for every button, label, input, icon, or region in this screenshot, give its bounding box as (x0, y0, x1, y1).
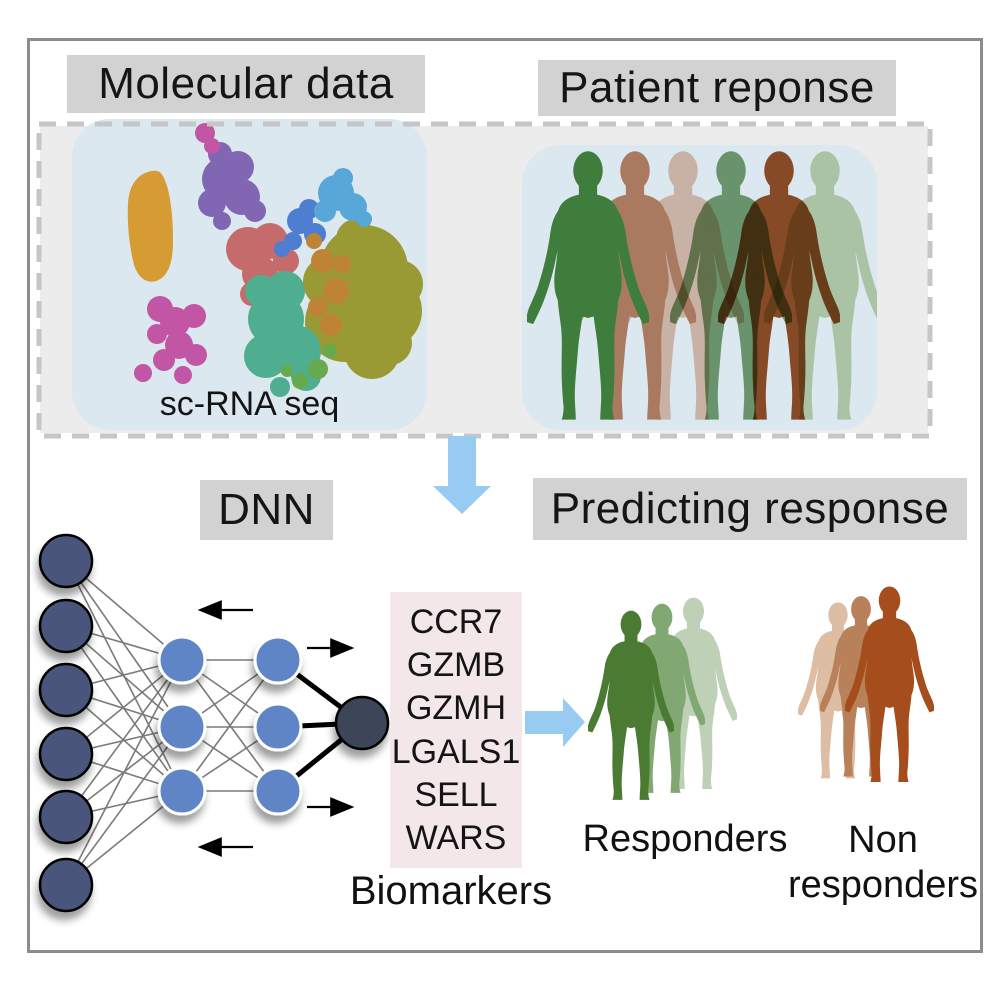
gene-sell: SELL (414, 775, 498, 814)
nn-input-layer (38, 533, 94, 913)
gene-gzmh: GZMH (405, 689, 507, 728)
nn-flow-arrows (197, 600, 355, 857)
non-responders-label-line1: Non (848, 819, 918, 861)
dnn-title: DNN (200, 480, 333, 540)
nn-output-node (334, 695, 390, 751)
dnn-diagram (38, 533, 390, 913)
umap-cluster-purple (198, 142, 266, 230)
responders-label: Responders (582, 818, 788, 860)
non-responders-label-line2: responders (787, 864, 979, 906)
gene-gzmb: GZMB (406, 646, 506, 685)
gene-wars: WARS (405, 818, 507, 857)
umap-cluster-green (281, 344, 337, 389)
patient-response-title: Patient reponse (538, 60, 896, 116)
scrna-label: sc-RNA seq (159, 385, 340, 423)
nn-hidden-layer-2 (253, 635, 303, 816)
umap-cluster-magenta-cap (195, 123, 220, 154)
responders-silhouettes (588, 597, 737, 800)
non-responders-silhouettes (798, 586, 934, 783)
gene-lgals1: LGALS1 (391, 732, 521, 771)
biomarkers-label: Biomarkers (349, 869, 553, 913)
umap-plot (127, 123, 423, 397)
nn-hidden-layer-1 (157, 635, 207, 816)
non-responders-label: Non responders (783, 818, 983, 908)
gene-ccr7: CCR7 (409, 603, 503, 641)
predicting-response-title: Predicting response (533, 478, 967, 540)
umap-cluster-brown (306, 233, 351, 336)
biomarker-gene-box: CCR7 GZMB GZMH LGALS1 SELL WARS (390, 592, 522, 868)
molecular-data-title: Molecular data (67, 55, 425, 113)
scrna-panel: sc-RNA seq (72, 119, 427, 430)
umap-cluster-orange (127, 170, 173, 282)
dashed-border (36, 121, 933, 439)
umap-cluster-magenta (134, 296, 207, 384)
umap-cluster-teal (244, 271, 321, 397)
right-arrow-icon (525, 698, 585, 747)
down-arrow-icon (433, 436, 491, 514)
patient-response-panel (522, 145, 877, 430)
umap-cluster-sky-blue (314, 168, 372, 227)
